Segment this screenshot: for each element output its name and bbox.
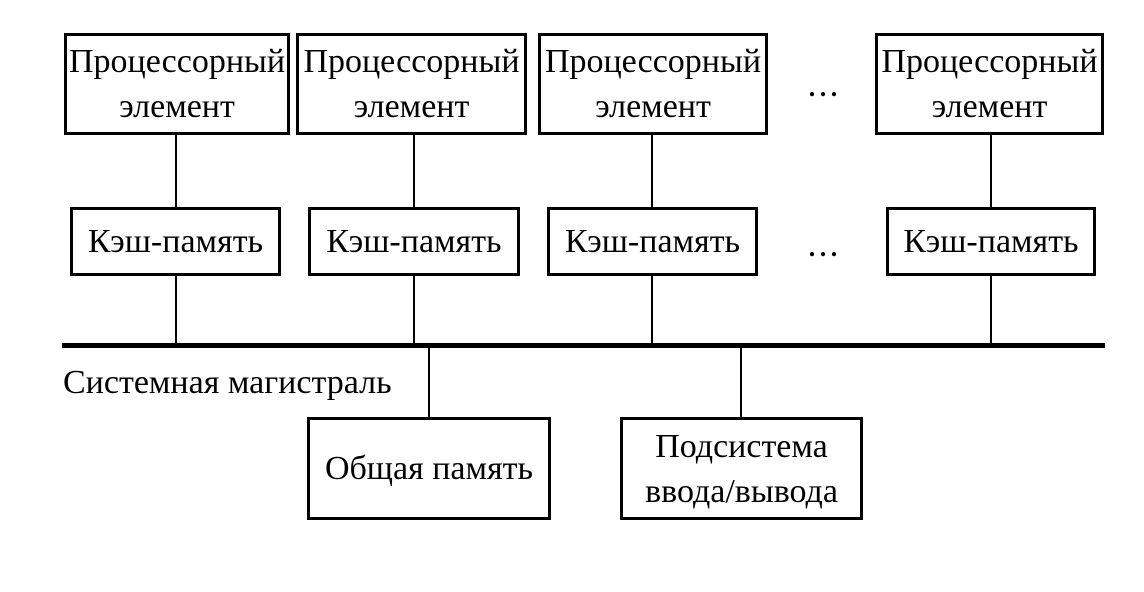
cache-memory-box-1: Кэш-память: [70, 207, 281, 276]
connector-cache3-bus: [651, 276, 653, 343]
system-bus-line: [62, 343, 1105, 348]
connector-pe2-cache2: [413, 135, 415, 207]
cache-memory-box-4: Кэш-память: [886, 207, 1096, 276]
processor-element-box-2: Процессорный элемент: [296, 33, 527, 135]
connector-pe1-cache1: [175, 135, 177, 207]
connector-cache2-bus: [413, 276, 415, 343]
connector-bus-shared-memory: [428, 348, 430, 417]
connector-cache4-bus: [990, 276, 992, 343]
cache-row-ellipsis: ...: [807, 224, 841, 264]
processor-row-ellipsis: ...: [807, 64, 841, 104]
io-subsystem-box: Подсистема ввода/вывода: [620, 417, 863, 520]
connector-bus-io-subsystem: [740, 348, 742, 417]
connector-pe4-cache4: [990, 135, 992, 207]
cache-memory-box-3: Кэш-память: [547, 207, 758, 276]
connector-cache1-bus: [175, 276, 177, 343]
connector-pe3-cache3: [651, 135, 653, 207]
processor-element-box-4: Процессорный элемент: [875, 33, 1104, 135]
shared-memory-box: Общая память: [307, 417, 551, 520]
system-bus-label: Системная магистраль: [63, 364, 392, 401]
cache-memory-box-2: Кэш-память: [308, 207, 520, 276]
processor-element-box-1: Процессорный элемент: [64, 33, 290, 135]
processor-element-box-3: Процессорный элемент: [538, 33, 768, 135]
